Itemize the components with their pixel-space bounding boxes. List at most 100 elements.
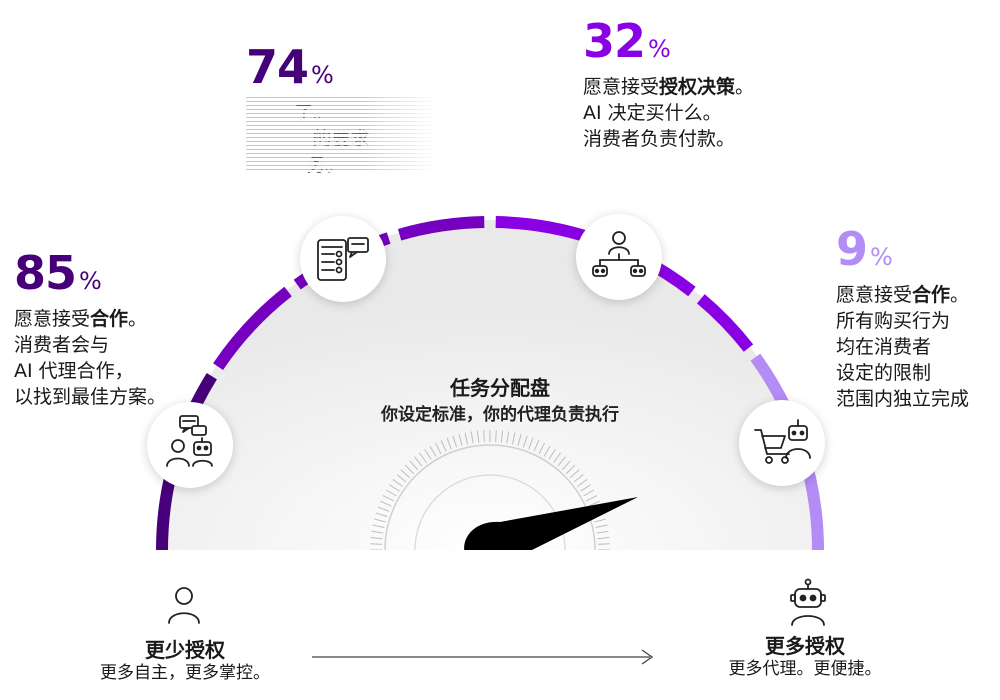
tick-mark (517, 433, 522, 446)
tick-mark (392, 479, 403, 487)
person-icon (168, 587, 200, 624)
description-emphasis: 合作 (90, 308, 129, 330)
stat-value: 9 (836, 222, 868, 276)
dial-background (160, 220, 820, 550)
robot-icon (790, 578, 826, 626)
cart-robot-icon (739, 400, 825, 486)
tick-mark (594, 518, 607, 523)
description-text: AI 决定买什么。 (583, 102, 722, 124)
description-line: AI 决定买什么。 (583, 100, 754, 126)
tick-mark (483, 430, 485, 443)
tick-mark (372, 524, 385, 529)
description-line: 消费者负责付款。 (583, 126, 754, 152)
inner-arc-outer (384, 444, 596, 551)
direction-arrow-head (641, 649, 654, 665)
tick-mark (419, 452, 427, 463)
tick-mark (409, 460, 419, 471)
description-line: 所有购买行为 (836, 308, 969, 334)
gauge-segment-8 (696, 294, 754, 352)
less-delegation-label: 更少授权 更多自主，更多掌控。 (55, 638, 315, 684)
tick-mark (429, 445, 437, 457)
tick-mark (435, 442, 442, 454)
tick-mark (580, 484, 591, 492)
gauge-subtitle: 你设定标准，你的代理负责执行 (381, 405, 619, 425)
tick-mark (495, 430, 497, 443)
stat-9-percent: 9% 愿意接受合作。所有购买行为均在消费者设定的限制范围内独立完成 (836, 226, 969, 412)
tick-mark (543, 445, 551, 457)
description-text: 消费者负责付款。 (583, 128, 736, 150)
stat-value: 85 (14, 246, 77, 300)
tick-mark (375, 512, 388, 518)
description-line: 消费者会与 (14, 332, 166, 358)
less-delegation-title: 更少授权 (145, 638, 225, 662)
description-tail: 。 (735, 76, 755, 98)
scan-line-overlay (246, 94, 436, 172)
gauge-title: 任务分配盘 (450, 376, 550, 400)
tick-mark (583, 489, 595, 497)
stat-percent-sign: % (311, 61, 334, 89)
tick-mark (548, 449, 556, 460)
description-line: 愿意接受授权决策。 (583, 74, 754, 100)
stat-74-percent: 74% 了。 的要求 务。 (246, 44, 436, 178)
tick-mark (538, 442, 545, 454)
tick-mark (380, 500, 392, 507)
tick-mark (595, 524, 608, 529)
tick-mark (500, 430, 504, 443)
description-line: 设定的限制 (836, 360, 969, 386)
stat-percent-sign: % (648, 35, 671, 63)
tick-mark (382, 495, 394, 502)
tick-mark (389, 484, 400, 492)
tick-mark (377, 506, 390, 512)
description-tail: 。 (950, 284, 970, 306)
tick-mark (470, 431, 474, 444)
description-text: 范围内独立完成 (836, 388, 970, 410)
description-text: 愿意接受 (836, 284, 913, 306)
stat-value: 32 (583, 14, 646, 68)
stat-description: 愿意接受合作。所有购买行为均在消费者设定的限制范围内独立完成 (836, 282, 969, 412)
tick-mark (528, 437, 534, 450)
stat-description: 愿意接受授权决策。AI 决定买什么。消费者负责付款。 (583, 74, 754, 152)
tick-mark (373, 518, 386, 523)
tick-mark (404, 464, 414, 474)
tick-mark (424, 449, 432, 460)
tick-mark (414, 456, 423, 467)
description-line: AI 代理合作， (14, 358, 166, 384)
people-chat-robot-icon (147, 402, 233, 488)
description-line: 范围内独立完成 (836, 386, 969, 412)
stat-percent-sign: % (79, 267, 102, 295)
tick-mark (597, 543, 610, 545)
tick-mark (370, 543, 383, 545)
description-text: 愿意接受 (583, 76, 660, 98)
tick-mark (557, 456, 566, 467)
dial-cutoff (0, 550, 1000, 580)
more-delegation-title: 更多授权 (765, 634, 845, 658)
tick-mark (396, 474, 407, 483)
description-emphasis: 授权决策 (659, 76, 736, 98)
tick-mark (586, 495, 598, 502)
tick-mark (522, 435, 528, 448)
tick-mark (569, 469, 580, 479)
stat-percent-sign: % (870, 243, 893, 271)
tick-mark (371, 530, 384, 534)
tick-mark (440, 440, 447, 452)
tick-mark (458, 433, 463, 446)
tick-mark (370, 536, 383, 540)
checklist-chat-icon (300, 216, 386, 302)
description-text: AI 代理合作， (14, 360, 134, 382)
stat-32-percent: 32% 愿意接受授权决策。AI 决定买什么。消费者负责付款。 (583, 18, 754, 152)
tick-mark (385, 489, 397, 497)
tick-mark (573, 474, 584, 483)
tick-mark (553, 452, 561, 463)
description-line: 均在消费者 (836, 334, 969, 360)
tick-mark (597, 536, 610, 540)
more-delegation-subtitle: 更多代理。更便捷。 (728, 659, 882, 679)
description-text: 消费者会与 (14, 334, 110, 356)
person-network-robots-icon (576, 214, 662, 300)
tick-mark (577, 479, 588, 487)
gauge-segment-5 (397, 216, 485, 241)
tick-mark (464, 432, 469, 445)
stat-value: 74 (246, 40, 309, 94)
description-text: 以找到最佳方案。 (14, 386, 167, 408)
description-tail: 。 (128, 308, 148, 330)
tick-mark (511, 432, 516, 445)
